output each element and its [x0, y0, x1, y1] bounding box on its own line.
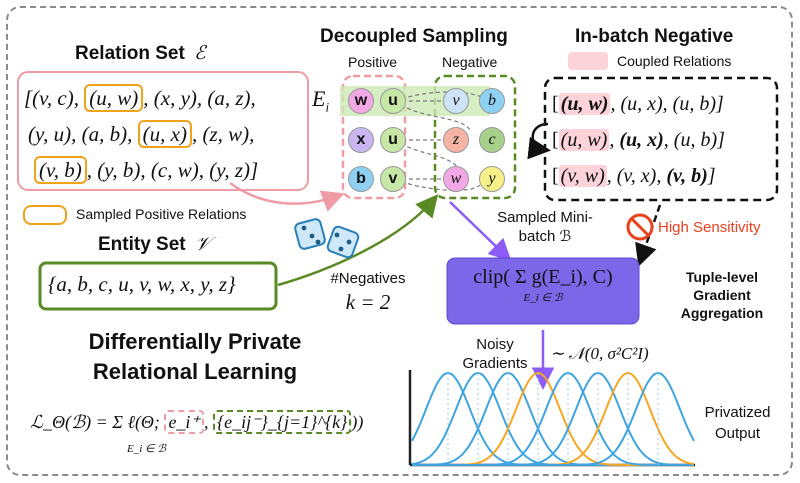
sampled-relation: (u, w) [84, 84, 144, 112]
positive-legend-swatch [23, 205, 67, 225]
noise-distribution: ∼ 𝒩(0, σ²C²I) [550, 344, 649, 363]
inbatch-text: (v, b) [666, 165, 708, 187]
relation-set-symbol: ℰ [194, 42, 206, 64]
high-sensitivity-label: High Sensitivity [658, 219, 761, 236]
entity-node-w: w [348, 88, 374, 114]
gaussian-curve [412, 371, 694, 466]
negative-box [433, 74, 517, 200]
minibatch-label: Sampled Mini- batch ℬ [497, 209, 593, 245]
arrow-relations-to-positive [229, 181, 345, 212]
relation-row: (y, u), (a, b), (u, x), (z, w), [24, 116, 258, 152]
inbatch-text: (u, x) [619, 129, 664, 151]
inbatch-text: , [609, 129, 620, 151]
positive-legend-label: Sampled Positive Relations [76, 206, 247, 222]
relation-text: , (z, w), [191, 122, 255, 146]
inbatch-box [543, 76, 779, 202]
gaussian-curve [412, 371, 695, 466]
inbatch-text: ] [707, 165, 716, 187]
dice-icon [294, 218, 360, 259]
entity-node-v: v [443, 88, 469, 114]
relation-text: , (y, b), (c, w), (y, z)] [86, 158, 259, 182]
entity-node-z: z [443, 127, 469, 153]
coupled-relation: (u, w) [558, 129, 610, 151]
arrow-entities-to-negative [277, 194, 439, 287]
loss-negative-term: {e_ij⁻}_{j=1}^{k} [212, 410, 352, 434]
gaussian-curve [412, 371, 694, 466]
entity-node-u: u [380, 88, 406, 114]
relation-set-box [17, 71, 309, 191]
relation-set-content: [(v, c), (u, w), (x, y), (a, z),(y, u), … [24, 80, 258, 188]
arrow-inbatch-to-clip [635, 204, 662, 267]
clip-box [447, 258, 639, 324]
entity-node-y: y [479, 166, 505, 192]
negatives-k: k = 2 [345, 290, 391, 314]
entity-node-c: c [479, 127, 505, 153]
gaussian-curves [411, 371, 695, 466]
privatized-output-label: Privatized Output [704, 404, 771, 442]
relation-text: [(v, c), [24, 86, 85, 110]
negative-label: Negative [442, 54, 498, 70]
coupled-legend-swatch [568, 52, 608, 70]
coupled-relation: (v, w) [558, 165, 607, 187]
arrow-to-clip [449, 201, 512, 262]
loss-positive-term: e_i⁺ [164, 410, 204, 434]
entity-node-w: w [443, 166, 469, 192]
inbatch-title: In-batch Negative [575, 26, 734, 47]
loss-formula: ℒ_Θ(ℬ) = Σ ℓ(Θ; e_i⁺, {e_ij⁻}_{j=1}^{k})… [30, 410, 364, 434]
gaussian-curve [412, 371, 694, 466]
outer-frame [6, 6, 793, 476]
loss-sum-index: E_i ∈ ℬ [127, 443, 167, 455]
entity-node-v: v [380, 166, 406, 192]
no-sign-icon [626, 213, 654, 241]
sampled-relation: (v, b) [34, 156, 87, 184]
entity-set-title: Entity Set 𝒱 [98, 233, 211, 255]
sampled-relation: (u, x) [137, 120, 192, 148]
dp-title: Differentially Private Relational Learni… [88, 329, 302, 384]
circular-arrow [527, 122, 551, 160]
clip-formula: clip( Σ g(E_i), C) E_i ∈ ℬ [473, 266, 613, 304]
coupled-legend-label: Coupled Relations [617, 53, 732, 69]
inbatch-row: [(v, w), (v, x), (v, b)] [552, 165, 716, 187]
entity-set-box [38, 261, 278, 311]
gaussian-curve [412, 371, 695, 466]
entity-node-x: x [348, 127, 374, 153]
inbatch-row: [(u, w), (u, x), (u, b)] [552, 129, 725, 151]
decoupled-title: Decoupled Sampling [320, 26, 508, 47]
gaussian-curve [411, 371, 694, 466]
gaussian-curve [411, 371, 694, 466]
aggregation-label: Tuple-level Gradient Aggregation [680, 269, 764, 321]
inbatch-row: [(u, w), (u, x), (u, b)] [552, 93, 724, 115]
relation-row: (v, b), (y, b), (c, w), (y, z)] [24, 152, 258, 188]
ei-label: Ei [312, 86, 330, 115]
inbatch-content: [(u, w), (u, x), (u, b)] [(u, w), (u, x),… [552, 86, 725, 194]
relation-row: [(v, c), (u, w), (x, y), (a, z), [24, 80, 258, 116]
entity-node-b: b [348, 166, 374, 192]
entity-set-content: {a, b, c, u, v, w, x, y, z} [48, 272, 236, 296]
inbatch-text: , (u, x), (u, b)] [610, 93, 724, 115]
entity-node-b: b [479, 88, 505, 114]
gaussian-curve [412, 371, 694, 466]
inbatch-text: , (v, x), [606, 165, 667, 187]
relation-text: , (x, y), (a, z), [143, 86, 256, 110]
relation-set-title: Relation Set ℰ [75, 42, 206, 64]
relation-text: (y, u), (a, b), [28, 122, 138, 146]
positive-label: Positive [348, 54, 398, 70]
coupled-relation: (u, w) [558, 93, 611, 115]
noisy-gradients-label: Noisy Gradients [462, 336, 528, 372]
negatives-label: #Negatives [330, 270, 406, 287]
entity-node-u: u [380, 127, 406, 153]
inbatch-text: , (u, b)] [663, 129, 725, 151]
